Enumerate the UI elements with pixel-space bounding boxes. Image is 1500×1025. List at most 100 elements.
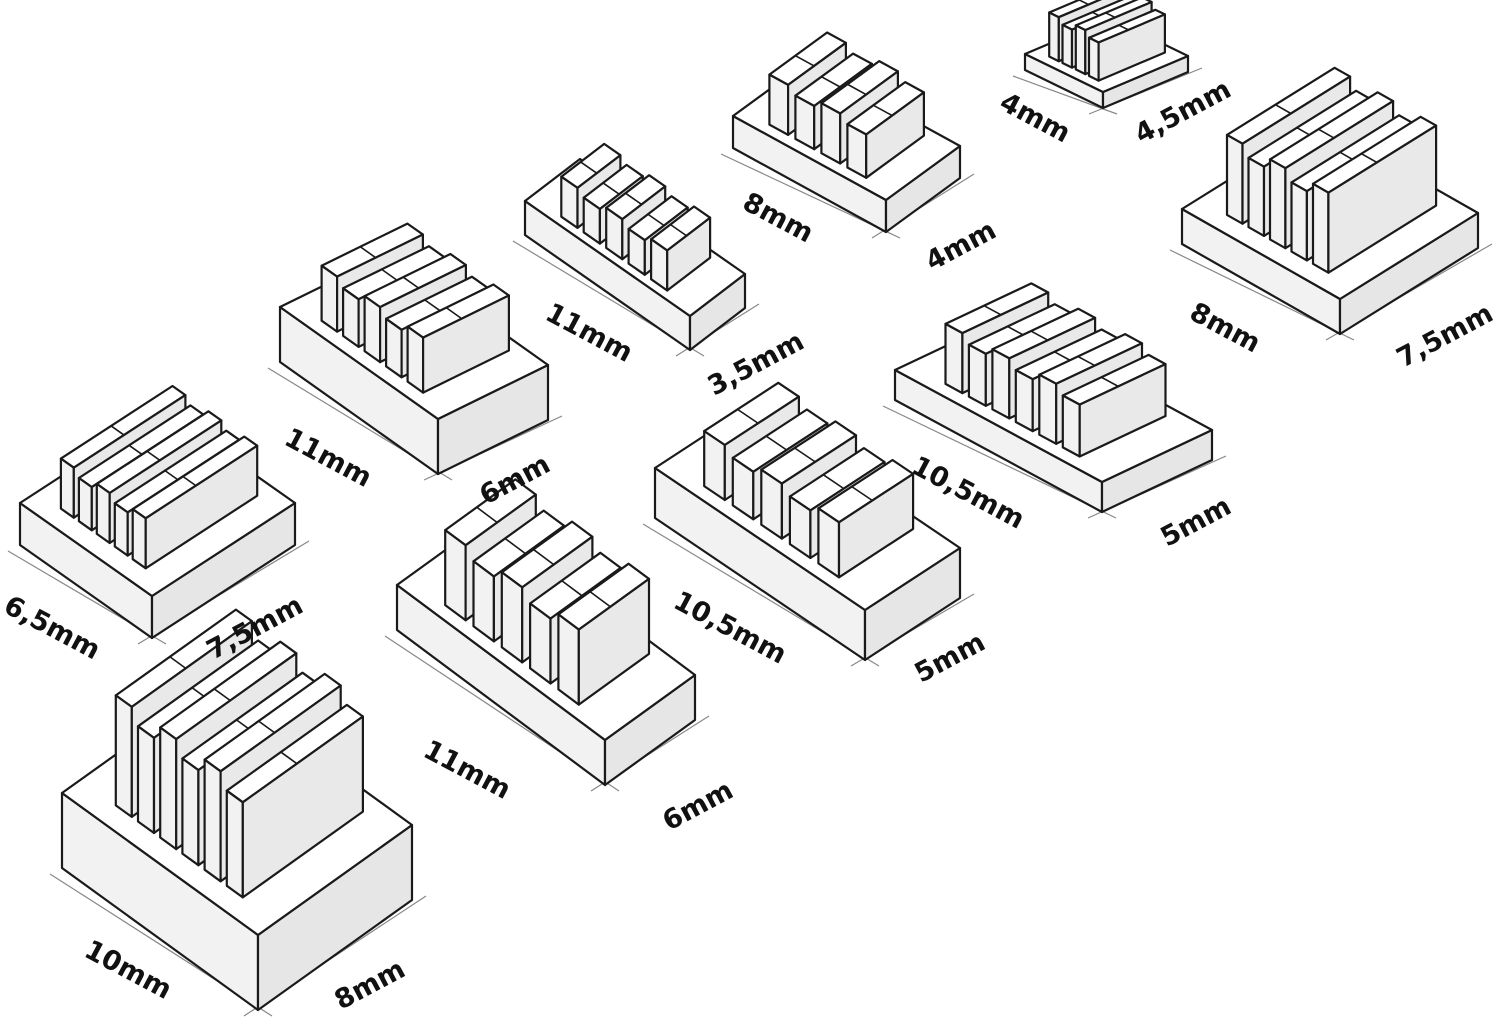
- block-10x8-rib-front: [159, 726, 178, 851]
- block-8x4-rib-step: [847, 83, 867, 96]
- block-10-5x5-lower-rib-step: [794, 447, 816, 463]
- block-10x8: [49, 608, 427, 1017]
- block-11x3-5-rib-step: [580, 161, 598, 174]
- block-4x4-5: [1012, 0, 1203, 115]
- block-6-5x7-5-rib-front: [77, 476, 93, 532]
- block-11x6-upper-rib-front: [406, 325, 425, 394]
- block-8x7-5-rib-side: [1327, 124, 1438, 274]
- block-10x8-rib-step: [169, 656, 187, 669]
- block-11x6-lower: [384, 478, 710, 792]
- block-10x8-rib-front: [136, 725, 156, 835]
- block-10-5x5-upper-rib-step: [1100, 376, 1119, 388]
- block-4x4-5-width-dim-line: [1012, 75, 1118, 115]
- block-10x8-rib-front: [203, 758, 222, 883]
- block-11x6-upper-rib-front: [342, 287, 360, 348]
- block-10-5x5-lower-rib-side: [837, 472, 915, 579]
- block-4x4-5-rib-front: [1087, 36, 1100, 82]
- block-11x6-upper-rib-step: [359, 246, 377, 259]
- block-10x8-rib-side: [241, 715, 364, 899]
- block-10-5x5-lower-rib-step: [851, 485, 873, 502]
- block-10x8-rib-front: [181, 757, 200, 867]
- block-11x6-lower-rib-step: [532, 548, 555, 566]
- block-8x4-rib-front: [768, 73, 790, 136]
- block-8x4-rib-front: [794, 94, 816, 151]
- block-8x7-5-rib-front: [1311, 182, 1330, 274]
- block-11x6-lower-rib-side: [577, 577, 651, 706]
- block-8x4-rib-front: [846, 123, 868, 179]
- block-11x6-lower-rib-front: [500, 571, 524, 664]
- block-8x4-rib-step: [873, 104, 893, 117]
- block-6-5x7-5-rib-step: [146, 450, 161, 461]
- block-10-5x5-upper-rib-step: [1054, 351, 1072, 362]
- block-10-5x5-upper-rib-step: [1077, 355, 1096, 367]
- block-10x8-rib-front: [114, 694, 133, 819]
- block-10x8-rib-step: [280, 751, 298, 765]
- block-11x6-upper-rib-step: [381, 268, 398, 282]
- block-6-5x7-5-rib-front: [131, 508, 147, 570]
- block-11x3-5-rib-step: [647, 213, 665, 227]
- block-4x4-5-rib-step: [1105, 12, 1116, 19]
- block-11x6-lower-rib-step: [504, 537, 526, 555]
- block-10-5x5-upper-rib-front: [967, 343, 987, 407]
- block-11x6-upper-rib-step: [424, 299, 441, 312]
- block-11x6-lower-rib-front: [557, 613, 580, 706]
- block-8x7-5-rib-front: [1247, 156, 1266, 237]
- block-11x6-lower-rib-front: [472, 560, 495, 643]
- block-10-5x5-upper-rib-step: [1030, 330, 1049, 341]
- block-4x4-5-rib-step: [1078, 0, 1089, 6]
- block-10-5x5-upper-rib-side: [1078, 363, 1167, 458]
- block-11x6-lower-rib-step: [476, 506, 498, 524]
- block-8x7-5-rib-front: [1225, 133, 1244, 225]
- block-4x4-5-rib-front: [1061, 23, 1074, 69]
- block-8x7-5-rib-front: [1268, 158, 1287, 250]
- block-6-5x7-5-rib-step: [164, 469, 179, 481]
- block-8x7-5-rib-step: [1318, 128, 1335, 139]
- block-6-5x7-5-rib-front: [113, 502, 129, 557]
- block-10-5x5-upper-rib-step: [1007, 325, 1025, 337]
- block-10x8-rib-step: [258, 720, 276, 734]
- block-11x3-5-rib-step: [602, 182, 620, 195]
- block-10x8-rib-front: [225, 789, 244, 899]
- block-8x4-rib-step: [795, 54, 815, 67]
- block-8x4-rib-step: [821, 76, 841, 88]
- block-11x6-upper-rib-side: [422, 294, 510, 394]
- block-8x4: [720, 31, 975, 239]
- block-8x4-rib-side: [865, 91, 926, 179]
- block-11x6-upper-rib-front: [363, 295, 382, 364]
- block-10-5x5-lower-rib-step: [737, 408, 759, 424]
- block-8x4-rib-front: [820, 102, 842, 165]
- block-4x4-5-rib-front: [1074, 24, 1087, 76]
- block-11x6-lower-rib-step: [561, 580, 583, 597]
- block-11x6-lower-rib-front: [444, 528, 467, 622]
- block-11x3-5-rib-step: [669, 223, 687, 237]
- block-6-5x7-5: [7, 384, 310, 645]
- block-11x3-5-rib-side: [666, 216, 712, 292]
- block-4x4-5-rib-step: [1118, 24, 1129, 31]
- block-11x6-upper: [267, 222, 563, 481]
- block-10-5x5-upper-rib-front: [1038, 373, 1058, 445]
- block-10-5x5-lower-rib-step: [765, 435, 788, 451]
- block-6-5x7-5-rib-front: [95, 482, 111, 545]
- block-6-5x7-5-rib-step: [110, 425, 125, 436]
- block-6-5x7-5-rib-step: [128, 444, 143, 456]
- block-6-5x7-5-rib-front: [59, 457, 75, 519]
- block-11x6-upper-rib-front: [320, 264, 339, 333]
- block-10-5x5-upper-rib-front: [1061, 394, 1081, 458]
- block-8x7-5: [1169, 66, 1493, 341]
- block-4x4-5-rib-side: [1097, 13, 1167, 82]
- block-11x6-upper-rib-front: [385, 317, 403, 379]
- block-11x6-upper-rib-step: [402, 276, 420, 289]
- block-10-5x5-upper-rib-front: [944, 322, 964, 395]
- block-8x7-5-rib-step: [1275, 103, 1292, 115]
- block-11x6-lower-rib-front: [528, 602, 552, 685]
- block-10x8-rib-step: [213, 688, 231, 702]
- block-10-5x5-lower-rib-step: [822, 474, 845, 490]
- block-6-5x7-5-rib-side: [144, 444, 259, 570]
- block-11x3-5: [512, 142, 760, 357]
- block-10-5x5-upper: [882, 282, 1227, 519]
- block-8x7-5-rib-front: [1290, 181, 1309, 262]
- block-11x3-5-rib-step: [625, 192, 643, 206]
- block-10-5x5-upper-rib-front: [1014, 369, 1034, 433]
- block-11x6-upper-rib-step: [445, 307, 463, 320]
